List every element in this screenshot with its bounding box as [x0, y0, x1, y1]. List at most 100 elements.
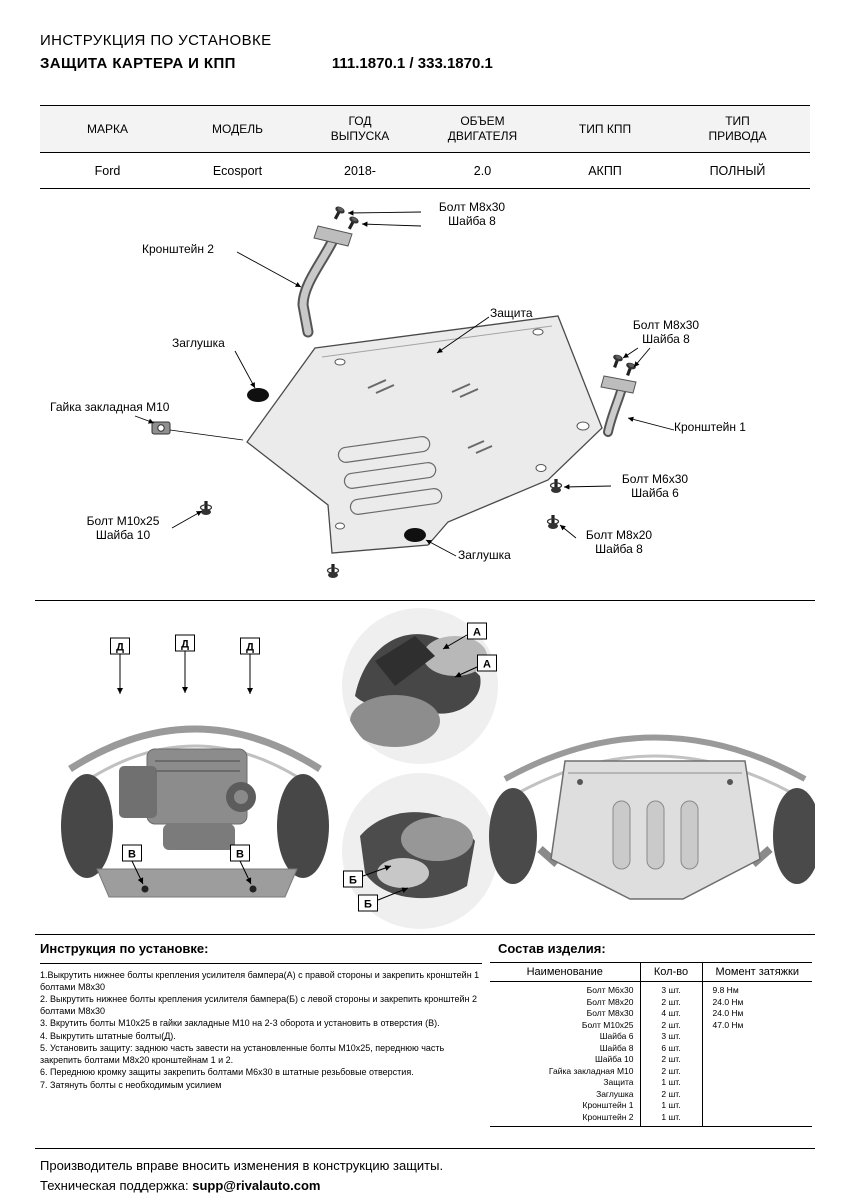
marker-a-2: А — [454, 654, 497, 678]
parts-row: Шайба 8 6 шт. — [490, 1042, 812, 1055]
part-qty: 2 шт. — [640, 996, 703, 1008]
skid-plate-drawing — [246, 315, 603, 554]
label-bolt-m10x25: Болт М10х25 Шайба 10 — [86, 514, 160, 542]
instruction-step: 6. Переднюю кромку защиты закрепить болт… — [40, 1067, 414, 1077]
part-qty: 2 шт. — [640, 1088, 703, 1100]
instruction-step: 2. Выкрутить нижнее болты крепления усил… — [40, 994, 477, 1016]
part-qty: 1 шт. — [640, 1100, 703, 1112]
part-torque: 47.0 Нм — [712, 1019, 744, 1030]
part-qty: 2 шт. — [640, 1065, 703, 1077]
footer: Производитель вправе вносить изменения в… — [35, 1148, 815, 1193]
part-torque: 24.0 Нм — [712, 1008, 744, 1018]
part-torque: 9.8 Нм — [712, 985, 739, 995]
parts-row: Болт М8х30 4 шт. 24.0 Нм — [490, 1008, 812, 1020]
instruction-step: 7. Затянуть болты с необходимым усилием — [40, 1079, 222, 1090]
part-torque — [702, 1043, 812, 1055]
label-bolt-m8x30-top: Болт М8х30 Шайба 8 — [438, 200, 506, 228]
parts-row: Болт М8х20 2 шт. 24.0 Нм — [490, 996, 812, 1008]
parts-row: Кронштейн 1 1 шт. — [490, 1100, 812, 1112]
spec-value-model: Ecosport — [175, 152, 300, 189]
marker-b-1: Б — [343, 865, 392, 888]
vehicle-spec-table: МАРКА МОДЕЛЬ ГОД ВЫПУСКА ОБЪЕМ ДВИГАТЕЛЯ… — [40, 105, 810, 189]
part-qty: 4 шт. — [640, 1008, 703, 1020]
marker-a-1: А — [442, 622, 487, 650]
marker-d-3: Д — [240, 637, 260, 694]
marker-b-letter: Б — [364, 899, 372, 911]
instruction-step: 1.Выкрутить нижнее болты крепления усили… — [40, 970, 480, 992]
part-name: Шайба 6 — [490, 1031, 641, 1043]
part-numbers: 111.1870.1 / 333.1870.1 — [331, 55, 493, 72]
document-title: ИНСТРУКЦИЯ ПО УСТАНОВКЕ — [40, 32, 272, 49]
marker-a-letter: А — [483, 659, 491, 671]
photo-front-underbody — [61, 725, 329, 898]
part-torque — [702, 1100, 812, 1112]
part-name: Болт М8х30 — [490, 1008, 641, 1020]
support-line: Техническая поддержка: supp@rivalauto.co… — [40, 1178, 815, 1193]
embedded-nut-icon — [151, 421, 171, 435]
part-torque — [702, 1066, 812, 1078]
plug-icon-left — [247, 388, 269, 402]
spec-value-gearbox: АКПП — [545, 152, 665, 189]
parts-row: Гайка закладная М10 2 шт. — [490, 1065, 812, 1078]
bracket2-drawing — [297, 225, 353, 338]
document-subtitle: ЗАЩИТА КАРТЕРА И КПП — [40, 55, 236, 72]
part-torque — [702, 1054, 812, 1066]
parts-row: Защита 1 шт. — [490, 1077, 812, 1089]
spec-header-marka: МАРКА — [40, 105, 175, 153]
part-qty: 2 шт. — [640, 1054, 703, 1066]
part-name: Защита — [490, 1077, 641, 1089]
label-bolt-m8x20: Болт М8х20 Шайба 8 — [585, 528, 653, 556]
plug-icon-bottom — [404, 528, 426, 542]
spec-header-model: МОДЕЛЬ — [175, 105, 300, 153]
part-name: Кронштейн 1 — [490, 1100, 641, 1112]
part-torque — [702, 1077, 812, 1089]
marker-d-letter: Д — [181, 639, 189, 651]
part-name: Шайба 8 — [490, 1042, 641, 1054]
marker-d-1: Д — [110, 637, 130, 694]
label-bolt-m8x30-right: Болт М8х30 Шайба 8 — [632, 318, 700, 346]
spec-row: Ford Ecosport 2018- 2.0 АКПП ПОЛНЫЙ — [40, 152, 810, 189]
marker-b-2: Б — [358, 887, 409, 912]
part-qty: 6 шт. — [640, 1042, 703, 1054]
document-header: ИНСТРУКЦИЯ ПО УСТАНОВКЕ ЗАЩИТА КАРТЕРА И… — [40, 32, 493, 72]
label-bracket2: Кронштейн 2 — [142, 242, 214, 256]
label-plug-left: Заглушка — [172, 336, 225, 350]
marker-d-2: Д — [175, 634, 195, 693]
marker-b-letter: Б — [349, 875, 357, 887]
part-qty: 1 шт. — [640, 1111, 703, 1127]
parts-row: Болт М10х25 2 шт. 47.0 Нм — [490, 1019, 812, 1031]
parts-table: Наименование Кол-во Момент затяжки Болт … — [490, 962, 812, 1127]
parts-row: Шайба 6 3 шт. — [490, 1031, 812, 1043]
part-torque — [702, 1111, 812, 1127]
part-torque: 24.0 Нм — [712, 996, 744, 1007]
instruction-step: 3. Вкрутить болты М10х25 в гайки закладн… — [40, 1018, 440, 1028]
part-qty: 2 шт. — [640, 1019, 703, 1031]
instructions-steps: 1.Выкрутить нижнее болты крепления усили… — [40, 963, 482, 1091]
label-plug-bottom: Заглушка — [458, 548, 511, 562]
part-qty: 1 шт. — [640, 1077, 703, 1089]
spec-header-engine: ОБЪЕМ ДВИГАТЕЛЯ — [420, 105, 545, 153]
instructions-title: Инструкция по установке: — [40, 941, 209, 956]
parts-row: Кронштейн 2 1 шт. — [490, 1111, 812, 1127]
photo-installed-view — [489, 734, 815, 900]
spec-header-gearbox: ТИП КПП — [545, 105, 665, 153]
parts-header-name: Наименование — [490, 962, 641, 982]
marker-v-letter: В — [128, 849, 136, 861]
support-label: Техническая поддержка: — [40, 1178, 189, 1193]
spec-value-engine: 2.0 — [420, 152, 545, 189]
part-name: Заглушка — [490, 1088, 641, 1100]
marker-d-letter: Д — [116, 642, 124, 654]
part-qty: 3 шт. — [640, 1031, 703, 1043]
part-name: Шайба 10 — [490, 1054, 641, 1066]
parts-title: Состав изделия: — [498, 941, 606, 956]
part-name: Болт М10х25 — [490, 1019, 641, 1031]
part-name: Болт М6х30 — [490, 981, 641, 997]
parts-row: Заглушка 2 шт. — [490, 1088, 812, 1101]
part-torque — [702, 1089, 812, 1101]
parts-list: Состав изделия: Наименование Кол-во Моме… — [490, 941, 812, 1127]
marker-a-letter: А — [473, 627, 481, 639]
manufacturer-note: Производитель вправе вносить изменения в… — [40, 1158, 444, 1173]
label-bolt-m6x30: Болт М6х30 Шайба 6 — [621, 472, 689, 500]
parts-header-qty: Кол-во — [640, 962, 703, 982]
